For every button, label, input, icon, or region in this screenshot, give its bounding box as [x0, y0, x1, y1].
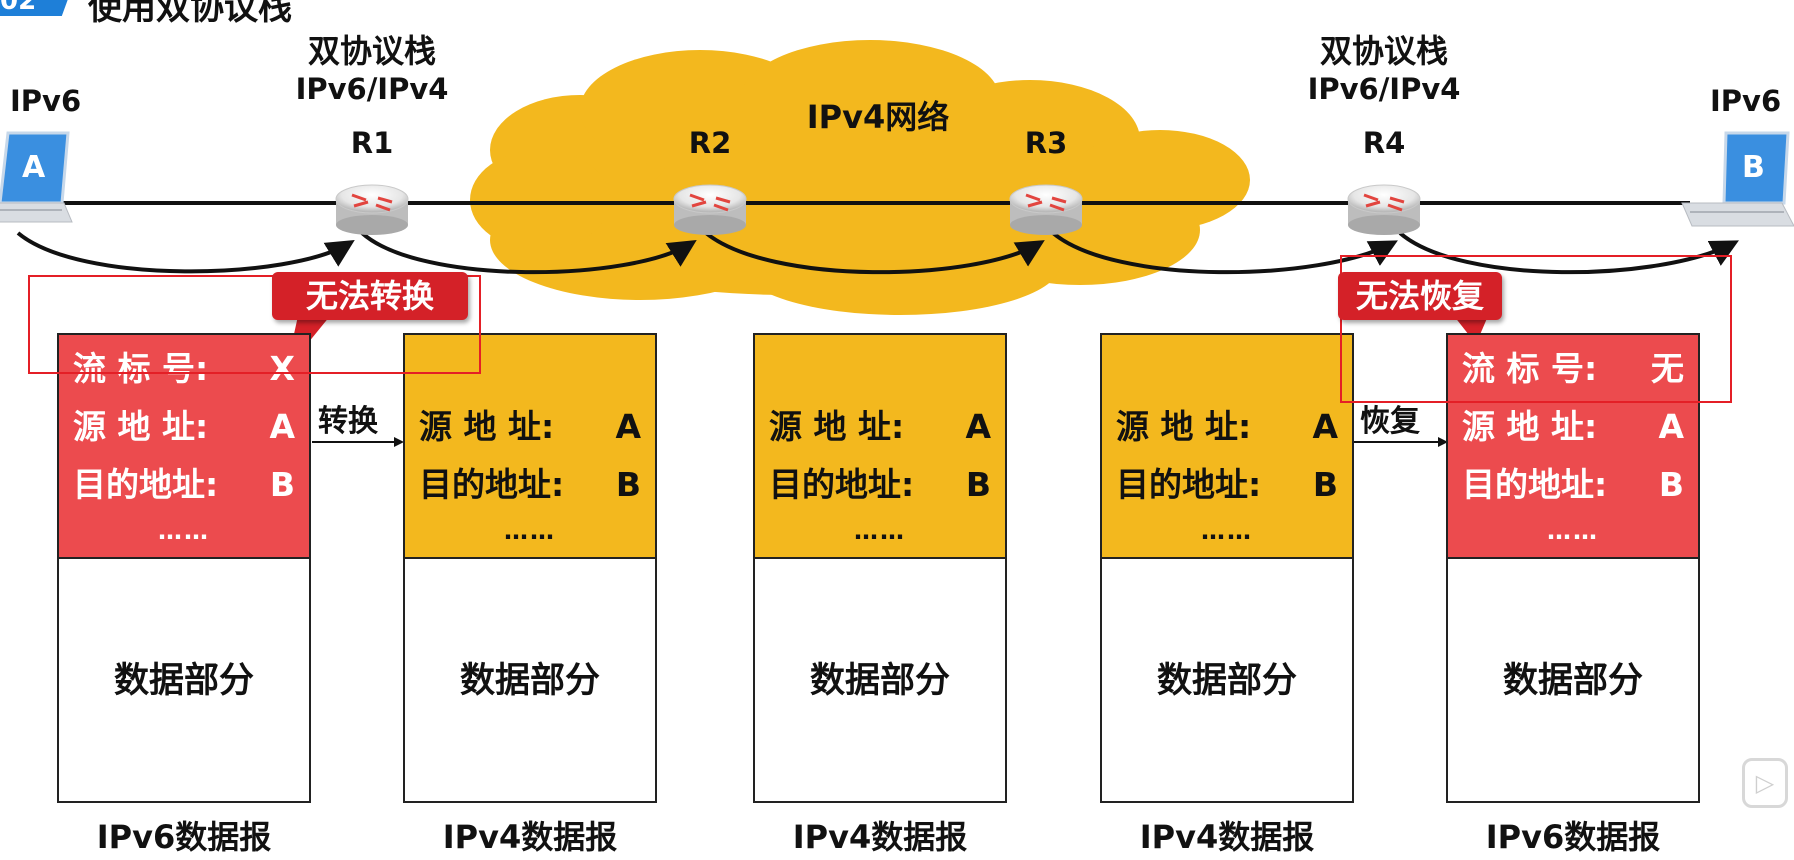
- header-row-source: 源 地 址: A: [1462, 407, 1684, 446]
- section-number: 02: [0, 0, 37, 16]
- packet-2: 源 地 址: A 目的地址: B …… 数据部分: [403, 333, 657, 803]
- packet-5: 流 标 号: 无 源 地 址: A 目的地址: B …… 数据部分: [1446, 333, 1700, 803]
- right-callout-pointer: [1454, 316, 1488, 344]
- header-row-source: 源 地 址: A: [73, 407, 295, 446]
- header-ellipsis: ……: [158, 517, 210, 545]
- header-row-destination: 目的地址: B: [419, 465, 641, 504]
- host-b-protocol: IPv6: [1710, 84, 1782, 118]
- right-highlight-box: [1340, 255, 1732, 403]
- right-stack-title: 双协议栈: [1319, 32, 1449, 70]
- right-stack-protocol: IPv6/IPv4: [1307, 72, 1461, 106]
- header-ellipsis: ……: [1201, 517, 1253, 545]
- header-row-destination: 目的地址: B: [1116, 465, 1338, 504]
- header-ellipsis: ……: [854, 517, 906, 545]
- packet-5-type: IPv6数据报: [1485, 818, 1661, 856]
- left-callout: 无法转换: [272, 272, 468, 320]
- right-callout: 无法恢复: [1338, 272, 1502, 320]
- hop-arrow-r1-r2: [360, 231, 697, 275]
- packet-payload: 数据部分: [113, 661, 254, 701]
- host-a-protocol: IPv6: [10, 84, 82, 118]
- router-r3-label: R3: [1024, 126, 1068, 160]
- host-a-letter: A: [22, 150, 46, 185]
- packet-payload: 数据部分: [459, 661, 600, 701]
- packet-2-type: IPv4数据报: [442, 818, 618, 856]
- packet-header: 源 地 址: A 目的地址: B ……: [755, 335, 1005, 559]
- host-b-letter: B: [1742, 150, 1765, 185]
- laptop-b-icon: [1681, 131, 1794, 227]
- recover-label: 恢复: [1360, 404, 1420, 439]
- left-stack-title: 双协议栈: [307, 32, 437, 70]
- left-stack-protocol: IPv6/IPv4: [295, 72, 449, 106]
- router-r4-icon: [1347, 184, 1421, 235]
- packet-4-type: IPv4数据报: [1139, 818, 1315, 856]
- play-icon[interactable]: ▷: [1742, 758, 1788, 808]
- header-row-source: 源 地 址: A: [769, 407, 991, 446]
- packet-header: 流 标 号: 无 源 地 址: A 目的地址: B ……: [1448, 335, 1698, 559]
- hop-arrow-a-r1: [16, 231, 355, 274]
- router-r1-label: R1: [350, 126, 394, 160]
- header-row-destination: 目的地址: B: [1462, 465, 1684, 504]
- router-r2-icon: [673, 184, 747, 235]
- router-r1-icon: [335, 184, 409, 235]
- packet-3: 源 地 址: A 目的地址: B …… 数据部分: [753, 333, 1007, 803]
- header-row-destination: 目的地址: B: [769, 465, 991, 504]
- header-row-source: 源 地 址: A: [1116, 407, 1338, 446]
- ipv4-cloud: [470, 40, 1250, 315]
- convert-label: 转换: [318, 404, 378, 439]
- header-ellipsis: ……: [504, 517, 556, 545]
- header-row-flow-label: 流 标 号: X: [73, 349, 295, 388]
- router-r3-icon: [1009, 184, 1083, 235]
- header-row-source: 源 地 址: A: [419, 407, 641, 446]
- router-r2-label: R2: [688, 126, 732, 160]
- packet-1: 流 标 号: X 源 地 址: A 目的地址: B …… 数据部分: [57, 333, 311, 803]
- header-row-destination: 目的地址: B: [73, 465, 295, 504]
- packet-3-type: IPv4数据报: [792, 818, 968, 856]
- left-highlight-box: [28, 275, 481, 374]
- header-ellipsis: ……: [1547, 517, 1599, 545]
- router-r4-label: R4: [1362, 126, 1406, 160]
- packet-payload: 数据部分: [809, 661, 950, 701]
- packet-header: 源 地 址: A 目的地址: B ……: [1102, 335, 1352, 559]
- header-row-flow-label: 流 标 号: 无: [1462, 349, 1684, 388]
- packet-payload: 数据部分: [1502, 661, 1643, 701]
- laptop-a-icon: [0, 131, 73, 223]
- cloud-label: IPv4网络: [806, 98, 950, 136]
- packet-payload: 数据部分: [1156, 661, 1297, 701]
- section-title: 使用双协议栈: [88, 0, 292, 28]
- hop-arrow-r2-r3: [704, 231, 1045, 275]
- packet-4: 源 地 址: A 目的地址: B …… 数据部分: [1100, 333, 1354, 803]
- packet-1-type: IPv6数据报: [96, 818, 272, 856]
